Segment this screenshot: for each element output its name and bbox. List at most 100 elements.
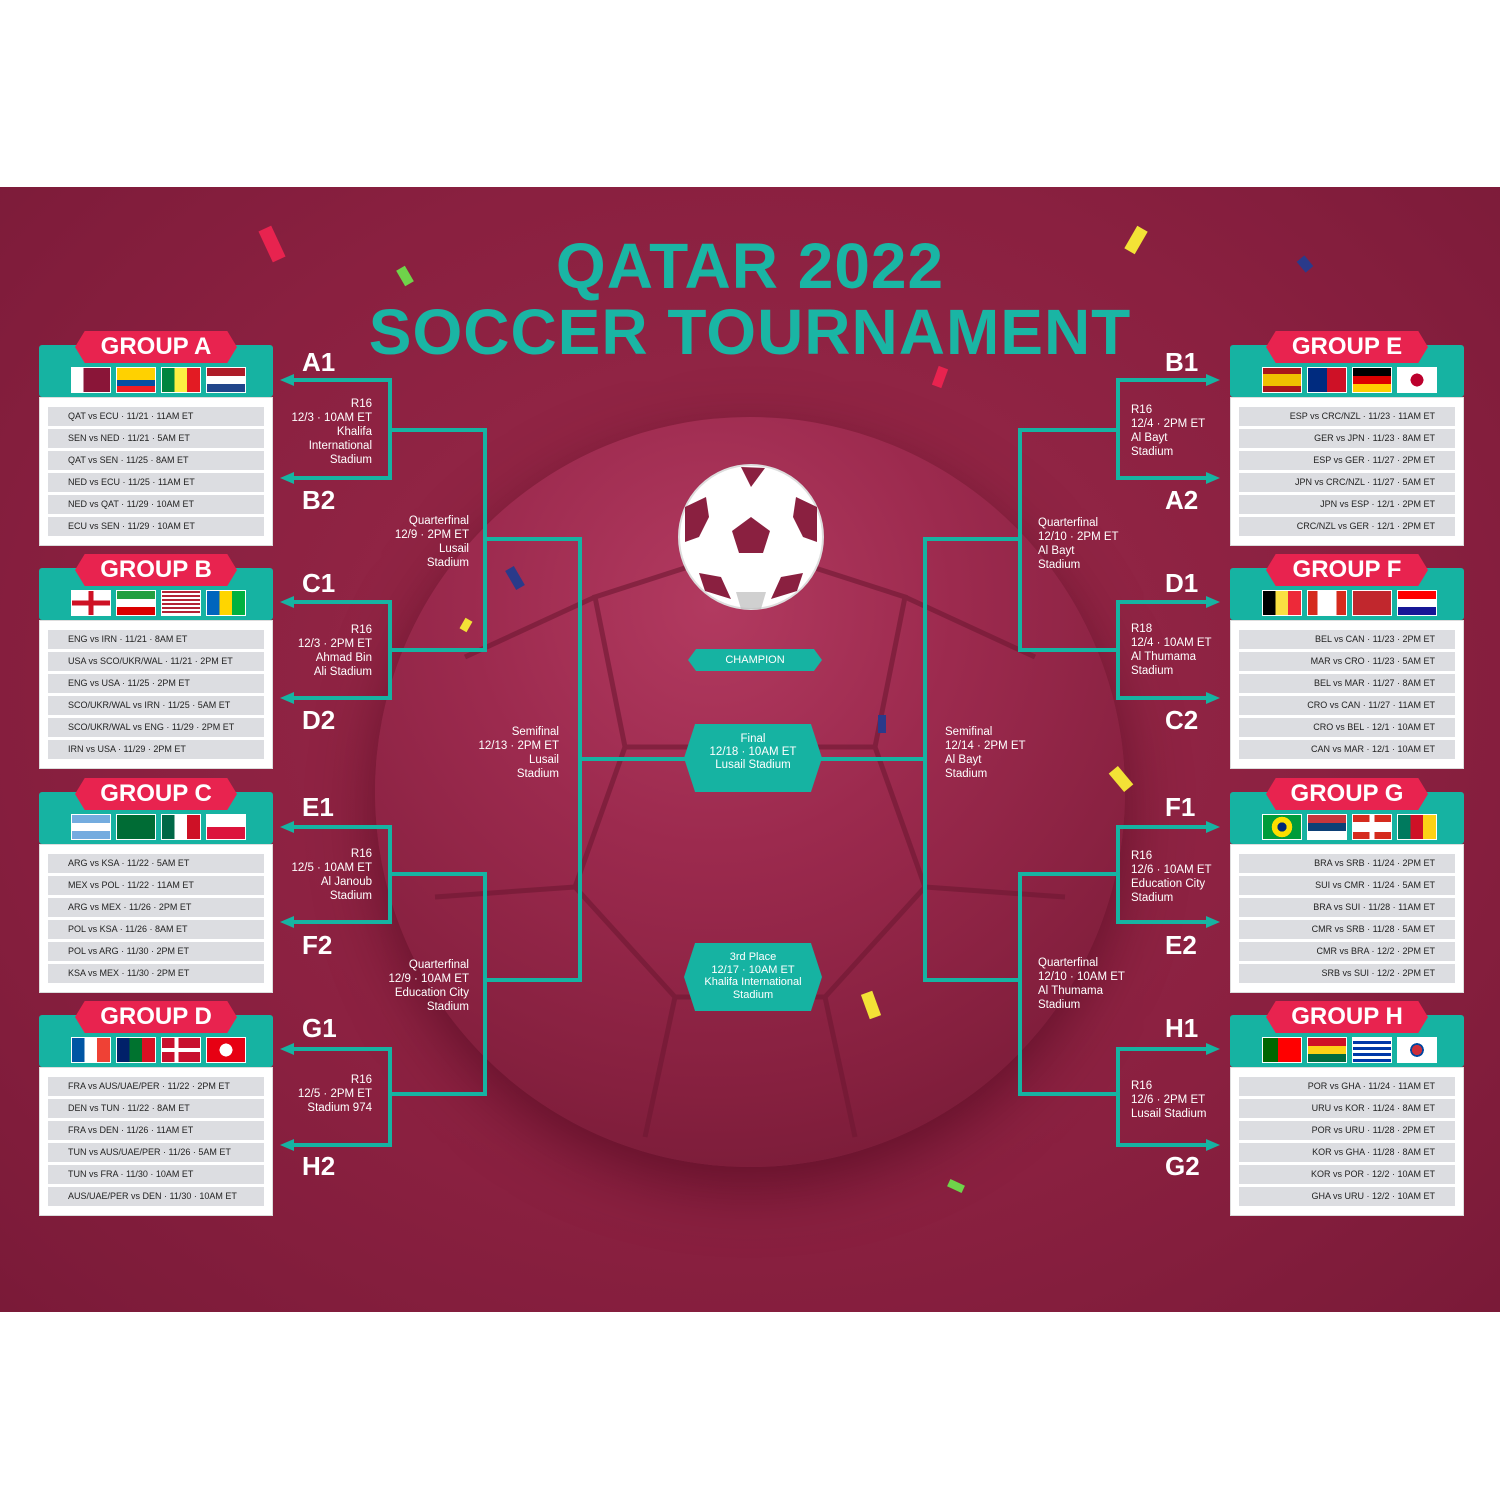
match-row: CMR vs BRA · 12/2 · 2PM ET — [1239, 942, 1455, 961]
round-info-line: 12/10 · 2PM ET — [1038, 531, 1119, 543]
match-row: ESP vs CRC/NZL · 11/23 · 11AM ET — [1239, 407, 1455, 426]
flag-icon — [71, 814, 111, 840]
group-flags — [71, 367, 246, 393]
third-place-box: 3rd Place 12/17 · 10AM ET Khalifa Intern… — [684, 943, 822, 1011]
flag-icon — [116, 1037, 156, 1063]
round-info-line: Stadium — [1131, 446, 1174, 458]
flag-icon — [161, 814, 201, 840]
round-info-line: Education City — [1131, 878, 1206, 890]
match-row: IRN vs USA · 11/29 · 2PM ET — [48, 740, 264, 759]
flag-icon — [161, 1037, 201, 1063]
round-info-line: Lusail — [438, 543, 469, 555]
match-row: SCO/UKR/WAL vs IRN · 11/25 · 5AM ET — [48, 696, 264, 715]
round-info-line: Ahmad Bin — [315, 652, 372, 664]
match-row: ENG vs IRN · 11/21 · 8AM ET — [48, 630, 264, 649]
match-row: GER vs JPN · 11/23 · 8AM ET — [1239, 429, 1455, 448]
flag-icon — [206, 1037, 246, 1063]
group-header: GROUP H — [1230, 1001, 1464, 1067]
slot-e2: E2 — [1165, 930, 1197, 960]
round-info-line: Al Janoub — [320, 876, 372, 888]
round-info-line: 12/14 · 2PM ET — [945, 740, 1026, 752]
match-row: CRC/NZL vs GER · 12/1 · 2PM ET — [1239, 517, 1455, 536]
flag-icon — [1262, 367, 1302, 393]
match-row: ESP vs GER · 11/27 · 2PM ET — [1239, 451, 1455, 470]
round-info-line: R18 — [1131, 623, 1153, 635]
slot-c2: C2 — [1165, 705, 1199, 735]
match-row: BRA vs SRB · 11/24 · 2PM ET — [1239, 854, 1455, 873]
round-info-line: International — [308, 440, 372, 452]
round-info-line: Quarterfinal — [1038, 517, 1099, 529]
round-info-line: R16 — [350, 624, 372, 636]
match-row: DEN vs TUN · 11/22 · 8AM ET — [48, 1099, 264, 1118]
group-header: GROUP G — [1230, 778, 1464, 844]
group-header: GROUP C — [39, 778, 273, 844]
round-info-line: Stadium — [426, 557, 469, 569]
round-info-line: Lusail — [528, 754, 559, 766]
flag-icon — [1352, 814, 1392, 840]
match-row: CRO vs BEL · 12/1 · 10AM ET — [1239, 718, 1455, 737]
round-info-line: Education City — [394, 987, 469, 999]
round-info-line: Stadium — [945, 768, 988, 780]
round-info-line: 12/6 · 2PM ET — [1131, 1094, 1206, 1106]
group-matches: BRA vs SRB · 11/24 · 2PM ET SUI vs CMR · … — [1230, 844, 1464, 993]
third-title: 3rd Place — [729, 951, 777, 963]
group-flags — [71, 590, 246, 616]
group-matches: ESP vs CRC/NZL · 11/23 · 11AM ET GER vs J… — [1230, 397, 1464, 546]
flag-icon — [1262, 814, 1302, 840]
round-info-line: 12/5 · 10AM ET — [291, 862, 372, 874]
round-info-line: Semifinal — [945, 726, 993, 738]
flag-icon — [1307, 814, 1347, 840]
group-flags — [1262, 590, 1437, 616]
slot-b2: B2 — [302, 485, 336, 515]
match-row: CAN vs MAR · 12/1 · 10AM ET — [1239, 740, 1455, 759]
match-row: NED vs QAT · 11/29 · 10AM ET — [48, 495, 264, 514]
group-header: GROUP F — [1230, 554, 1464, 620]
flag-icon — [116, 814, 156, 840]
round-info-line: Stadium — [516, 768, 559, 780]
match-row: URU vs KOR · 11/24 · 8AM ET — [1239, 1099, 1455, 1118]
group-name: GROUP F — [1266, 554, 1428, 586]
match-row: POR vs URU · 11/28 · 2PM ET — [1239, 1121, 1455, 1140]
round-info-line: Stadium — [1131, 892, 1174, 904]
flag-icon — [206, 590, 246, 616]
round-info-line: R16 — [1131, 850, 1153, 862]
final-date: 12/18 · 10AM ET — [709, 746, 797, 758]
flag-icon — [116, 590, 156, 616]
match-row: SUI vs CMR · 11/24 · 5AM ET — [1239, 876, 1455, 895]
group-name: GROUP B — [75, 554, 237, 586]
round-info-line: R16 — [350, 848, 372, 860]
group-flags — [71, 1037, 246, 1063]
flag-icon — [1352, 1037, 1392, 1063]
match-row: NED vs ECU · 11/25 · 11AM ET — [48, 473, 264, 492]
round-info-line: Stadium — [426, 1001, 469, 1013]
flag-icon — [161, 590, 201, 616]
round-info-line: 12/3 · 10AM ET — [291, 412, 372, 424]
round-info-line: R16 — [350, 398, 372, 410]
champion-label: CHAMPION — [688, 649, 822, 671]
match-row: TUN vs FRA · 11/30 · 10AM ET — [48, 1165, 264, 1184]
round-info-line: Stadium — [1038, 999, 1081, 1011]
group-flags — [1262, 367, 1437, 393]
slot-f2: F2 — [302, 930, 333, 960]
third-venue-2: Stadium — [732, 988, 774, 1001]
round-info-line: 12/6 · 10AM ET — [1131, 864, 1212, 876]
match-row: USA vs SCO/UKR/WAL · 11/21 · 2PM ET — [48, 652, 264, 671]
round-info-line: 12/9 · 10AM ET — [388, 973, 469, 985]
match-row: KOR vs GHA · 11/28 · 8AM ET — [1239, 1143, 1455, 1162]
group-flags — [1262, 1037, 1437, 1063]
round-info-line: Al Thumama — [1131, 651, 1196, 663]
